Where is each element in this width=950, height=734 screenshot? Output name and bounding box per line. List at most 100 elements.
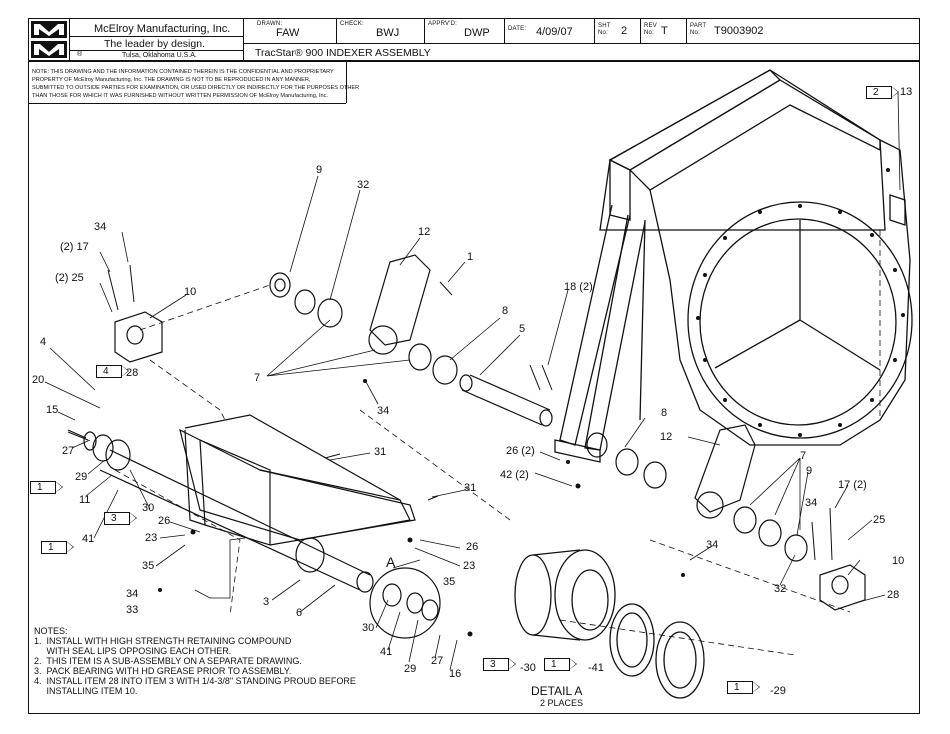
confidential-line: PROPERTY OF McElroy Manufacturing, Inc. … xyxy=(32,77,311,83)
callout-23: 23 xyxy=(145,532,158,544)
arm-12-lower xyxy=(694,424,756,519)
note-line: WITH SEAL LIPS OPPOSING EACH OTHER. xyxy=(34,646,232,656)
callout-10: 10 xyxy=(892,555,905,567)
callout-15: 15 xyxy=(46,404,59,416)
note-flag-2: 2 xyxy=(866,86,899,99)
part-value: T9003902 xyxy=(714,25,764,37)
callout-28: 28 xyxy=(126,367,139,379)
callout-10: 10 xyxy=(184,286,197,298)
callout-4: 4 xyxy=(40,336,47,348)
callout-8: 8 xyxy=(661,407,668,419)
detail-callout-29: -29 xyxy=(770,685,786,697)
date-value: 4/09/07 xyxy=(536,26,573,38)
callout-7: 7 xyxy=(254,372,261,384)
detail-a-view xyxy=(369,567,441,639)
rev-value: T xyxy=(661,25,668,37)
note-flag-3: 3 xyxy=(104,512,137,525)
detail-callout-30: -30 xyxy=(520,662,536,674)
callout-16: 16 xyxy=(449,668,462,680)
company-tagline: The leader by design. xyxy=(104,38,205,50)
callout-41: 41 xyxy=(82,533,95,545)
detail-a-subtitle: 2 PLACES xyxy=(540,698,584,708)
callout-34: 34 xyxy=(805,497,818,509)
sheet-label: SHT No: xyxy=(598,23,611,36)
callout-25: 25 xyxy=(873,514,886,526)
note-line: 1. INSTALL WITH HIGH STRENGTH RETAINING … xyxy=(34,636,292,646)
callout-27: 27 xyxy=(62,445,75,457)
callout-12: 12 xyxy=(660,431,673,443)
callout-41: 41 xyxy=(380,646,393,658)
callout-35: 35 xyxy=(443,576,456,588)
drawing-border xyxy=(28,18,920,714)
confidential-line: THAN THOSE FOR WHICH IT WAS FURNISHED WI… xyxy=(32,93,328,99)
callout-1: 1 xyxy=(467,251,474,263)
note-flag-3: 3 xyxy=(483,658,516,671)
note-line: 3. PACK BEARING WITH HD GREASE PRIOR TO … xyxy=(34,666,292,676)
callout-23: 23 xyxy=(463,560,476,572)
callout-33: 33 xyxy=(126,604,139,616)
notes-heading: NOTES: xyxy=(34,626,68,636)
sheet-value: 2 xyxy=(621,25,628,37)
callout-30: 30 xyxy=(362,622,375,634)
drawing-title: TracStar® 900 INDEXER ASSEMBLY xyxy=(255,47,431,59)
part-label: PART No: xyxy=(690,23,707,36)
callout-13: 13 xyxy=(900,86,913,98)
left-shaft xyxy=(67,429,374,593)
callout-detail-a: A xyxy=(386,554,396,570)
note-line: 4. INSTALL ITEM 28 INTO ITEM 3 WITH 1/4-… xyxy=(34,676,356,686)
indexer-frame xyxy=(179,414,416,546)
callout-18: 18 (2) xyxy=(564,281,593,293)
callout-17: (2) 17 xyxy=(60,241,89,253)
apprvd-label: APPRV'D: xyxy=(428,21,457,27)
callout-42-2: 42 (2) xyxy=(500,469,529,481)
callout-6: 6 xyxy=(296,607,303,619)
assembly-notes: NOTES: 1. INSTALL WITH HIGH STRENGTH RET… xyxy=(34,626,356,696)
callout-32: 32 xyxy=(774,583,787,595)
callout-31: 31 xyxy=(374,446,387,458)
callout-17-2: 17 (2) xyxy=(838,479,867,491)
note-flag-1: 1 xyxy=(544,658,577,671)
confidential-line: NOTE: THIS DRAWING AND THE INFORMATION C… xyxy=(32,69,334,75)
note-line: INSTALLING ITEM 10. xyxy=(34,686,138,696)
small-parts xyxy=(158,379,685,637)
arm-12-upper xyxy=(368,254,431,355)
detail-callout-41: -41 xyxy=(588,662,604,674)
callout-29: 29 xyxy=(75,471,88,483)
company-location: Tulsa, Oklahoma U.S.A. xyxy=(122,52,197,59)
note-flag-1: 1 xyxy=(30,481,63,494)
callout-8: 8 xyxy=(502,305,509,317)
shaft-5 xyxy=(459,374,553,427)
bearing-block-lower xyxy=(819,564,866,611)
wheel-housing xyxy=(554,69,913,463)
note-line: 2. THIS ITEM IS A SUB-ASSEMBLY ON A SEPA… xyxy=(34,656,302,666)
callout-25: (2) 25 xyxy=(55,272,84,284)
callout-28: 28 xyxy=(887,589,900,601)
callout-12: 12 xyxy=(418,226,431,238)
callout-9: 9 xyxy=(806,465,813,477)
callout-31: 31 xyxy=(464,482,477,494)
company-logo xyxy=(31,21,67,58)
callout-26-2: 26 (2) xyxy=(506,445,535,457)
date-label: DATE: xyxy=(508,26,527,32)
note-flag-1: 1 xyxy=(727,681,760,694)
check-value: BWJ xyxy=(376,27,400,39)
check-label: CHECK: xyxy=(340,21,364,27)
callout-32: 32 xyxy=(357,179,370,191)
washers xyxy=(269,272,808,562)
callout-34: 34 xyxy=(126,588,139,600)
confidential-line: SUBMITTED TO OUTSIDE PARTIES FOR EXAMINA… xyxy=(32,85,360,91)
callout-29: 29 xyxy=(404,663,417,675)
detail-a-enlarged xyxy=(514,549,705,699)
leader-lines xyxy=(44,91,901,671)
confidential-note: NOTE: THIS DRAWING AND THE INFORMATION C… xyxy=(32,68,362,100)
drawn-value: FAW xyxy=(276,27,300,39)
callout-34: 34 xyxy=(377,405,390,417)
bearing-block-upper xyxy=(114,311,163,363)
callout-26: 26 xyxy=(158,515,171,527)
callout-7: 7 xyxy=(800,450,807,462)
callout-34: 34 xyxy=(94,221,107,233)
callout-9: 9 xyxy=(316,164,323,176)
registered-mark: ® xyxy=(77,51,83,58)
center-lines xyxy=(114,230,881,656)
